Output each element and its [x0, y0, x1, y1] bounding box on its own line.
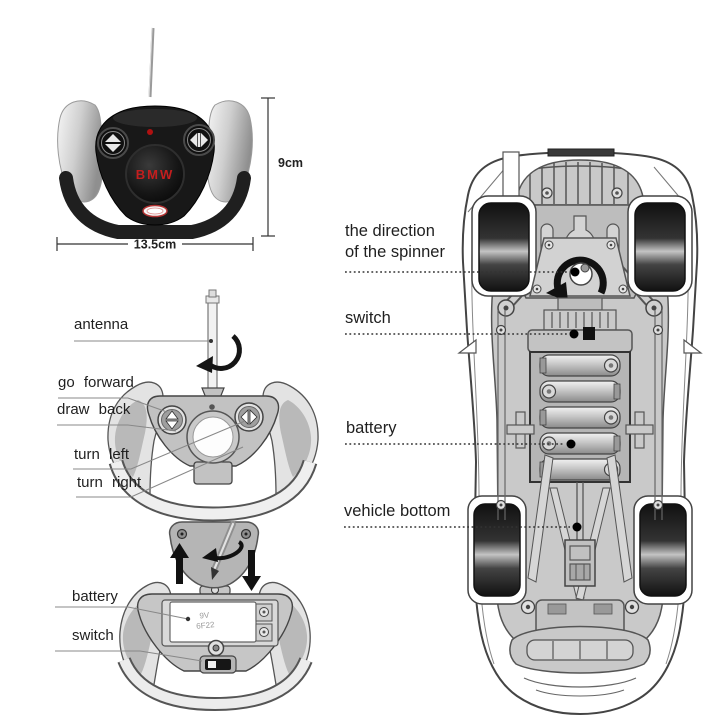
antenna-rotate-arrow [196, 334, 242, 373]
remote-top-view [107, 289, 319, 522]
leader-turn-left [73, 420, 246, 470]
battery-cell [539, 432, 621, 455]
remote-photo: BMW 13.5cm 9cm [56, 27, 303, 252]
leader-dot-battery-vehicle [566, 439, 576, 449]
battery-cell-text-1: 9V [199, 610, 210, 620]
top-right-wing-shade [279, 400, 312, 477]
leftright-button [183, 124, 215, 156]
led-indicator [147, 129, 153, 135]
wheel-front-right [634, 202, 686, 292]
back-screw-hole [207, 639, 225, 657]
leader-dot-vehicle-bottom [572, 522, 582, 532]
top-led [209, 404, 215, 410]
spinner-arrow [553, 256, 607, 296]
wheel-rear-left [473, 503, 521, 597]
dim-width-text: 13.5cm [134, 238, 176, 252]
switch-bar [527, 327, 633, 353]
forward-back-button [157, 405, 187, 435]
label-battery-vehicle: battery [346, 419, 397, 437]
label-vehicle-bottom: vehicle bottom [344, 502, 451, 520]
battery-cell [539, 380, 621, 403]
side-fin-left [457, 338, 477, 354]
dimension-width [56, 237, 254, 251]
label-spinner-direction: the direction of the spinner [345, 221, 445, 263]
cover-down-arrow [242, 550, 261, 591]
maker-logo [142, 204, 168, 218]
dimension-height [261, 97, 275, 237]
rear-bumper [509, 625, 651, 697]
updown-button [97, 127, 129, 159]
roof-band [547, 148, 615, 157]
handle-bar [59, 171, 251, 239]
leader-lines-left [55, 340, 246, 662]
dim-height-text: 9cm [278, 156, 303, 170]
remote-back-view: 9V 6F22 [117, 521, 313, 712]
body-highlight [113, 109, 197, 127]
label-go-forward: go forward [58, 374, 134, 391]
screwdriver [202, 521, 244, 580]
turn-button [234, 402, 264, 432]
leader-draw-back [57, 424, 177, 432]
cover-up-arrow [170, 543, 189, 584]
label-switch-vehicle: switch [345, 309, 391, 327]
blade-left [527, 454, 554, 583]
side-rails [497, 310, 663, 520]
gearbox [564, 539, 596, 587]
label-turn-right: turn right [77, 474, 142, 491]
top-left-wing-shade [114, 400, 147, 477]
wheel-rear-right [639, 503, 687, 597]
mid-block [557, 297, 603, 311]
label-battery-back: battery [72, 588, 118, 605]
leader-dot-switch-vehicle [569, 329, 579, 339]
leader-dot-spinner [570, 267, 580, 277]
wheel-front-left [478, 202, 530, 292]
leader-lines-right [344, 271, 570, 528]
battery-cell [539, 354, 621, 377]
rail-screws [495, 324, 664, 511]
spinner-arrowhead [546, 282, 568, 302]
leader-battery-back [55, 606, 189, 620]
cross-bracket-left [506, 411, 535, 449]
brand-text: BMW [136, 167, 175, 182]
label-spinner-line2: of the spinner [345, 243, 445, 261]
blade-right [606, 454, 633, 583]
driveshaft [576, 482, 584, 542]
top-handle-inner [110, 460, 316, 520]
leader-switch-back [55, 650, 203, 662]
ribbed-section [543, 309, 617, 331]
switch-toggle [583, 327, 595, 340]
battery-terminals [255, 603, 273, 642]
power-switch [199, 655, 237, 674]
label-spinner-line1: the direction [345, 222, 435, 240]
bmw-knob: BMW [125, 144, 185, 204]
battery-9v: 9V 6F22 [169, 601, 257, 643]
vehicle-bottom-diagram [457, 148, 703, 716]
trigger [193, 461, 233, 485]
battery-cell [539, 406, 621, 429]
leader-go-forward [58, 397, 168, 413]
back-handle-inner [119, 657, 311, 710]
label-antenna: antenna [74, 316, 129, 333]
label-switch-back: switch [72, 627, 114, 644]
leader-dot-battery-back [185, 616, 191, 622]
battery-cell-text-2: 6F22 [196, 620, 216, 631]
leader-dot-antenna [209, 339, 213, 343]
label-draw-back: draw back [57, 401, 131, 418]
side-fin-right [683, 338, 703, 354]
spinner-assembly [529, 237, 631, 302]
antenna-photo [148, 27, 155, 98]
leader-turn-right [76, 446, 244, 498]
steering-dial [186, 410, 240, 464]
cross-bracket-right [625, 411, 654, 449]
label-turn-left: turn left [74, 446, 130, 463]
